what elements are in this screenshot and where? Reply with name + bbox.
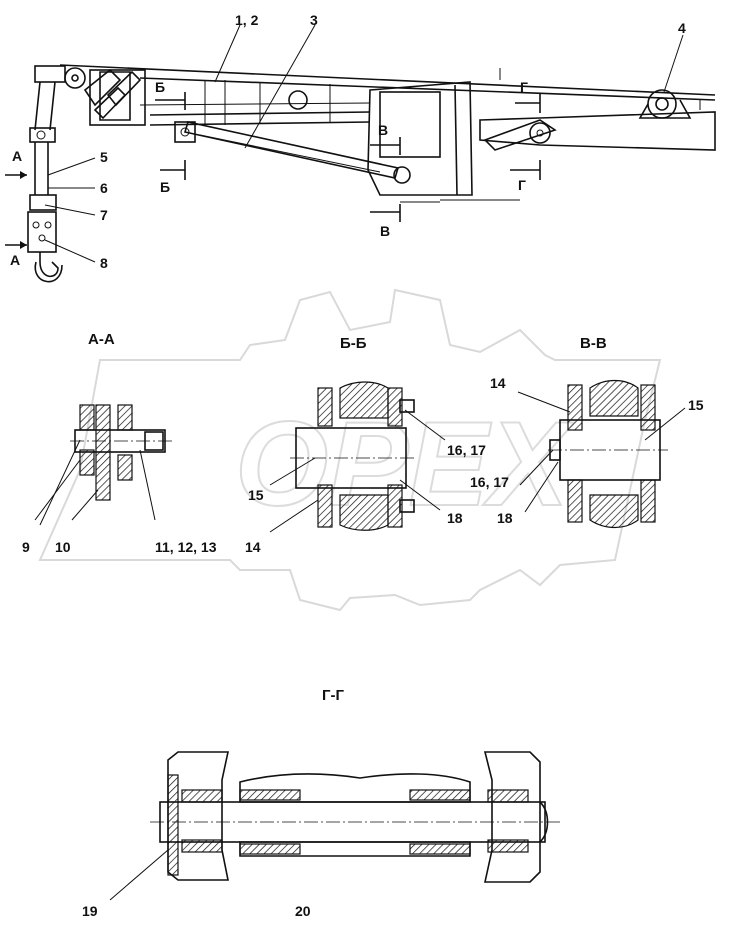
section-g-bottom-mark: Г [518,177,526,193]
callout-3: 3 [310,12,318,28]
section-a-a: А-А 9 10 11, 12, 13 [22,331,217,555]
callout-6: 6 [100,180,108,196]
section-mark-v: В В [370,122,401,239]
section-b-bottom-mark: Б [160,179,170,195]
section-a-top-mark: А [12,148,22,164]
boom-side-view: А А Б Б В В Г Г [5,12,716,283]
callout-b-15: 15 [248,487,264,503]
section-mark-g: Г Г [510,79,541,193]
callout-b-16-17: 16, 17 [447,442,486,458]
callout-1-2: 1, 2 [235,12,259,28]
section-v-v: В-В 14 15 16, 17 18 [470,335,704,529]
callout-11-12-13: 11, 12, 13 [155,539,217,555]
section-v-bottom-mark: В [380,223,390,239]
callout-b-18: 18 [447,510,463,526]
callout-4: 4 [678,20,686,36]
section-g-top-mark: Г [520,79,528,95]
section-v-top-mark: В [378,122,388,138]
callout-20: 20 [295,903,311,919]
callout-7: 7 [100,207,108,223]
section-b-top-mark: Б [155,79,165,95]
section-a-a-title: А-А [88,331,115,348]
callout-9: 9 [22,539,30,555]
callout-v-14: 14 [490,375,506,391]
section-g-g: Г-Г 19 20 [82,687,560,919]
callout-8: 8 [100,255,108,271]
callout-v-15: 15 [688,397,704,413]
section-g-g-title: Г-Г [322,687,344,704]
callout-b-14: 14 [245,539,261,555]
callout-19: 19 [82,903,98,919]
callout-5: 5 [100,149,108,165]
callout-v-16-17: 16, 17 [470,474,509,490]
callout-v-18: 18 [497,510,513,526]
section-b-b: Б-Б 15 14 16, 17 18 [245,335,486,555]
callout-10: 10 [55,539,71,555]
section-b-b-title: Б-Б [340,335,367,352]
section-a-bottom-mark: А [10,252,20,268]
section-mark-b: Б Б [155,79,186,195]
section-mark-a: А А [5,148,27,268]
section-v-v-title: В-В [580,335,607,352]
